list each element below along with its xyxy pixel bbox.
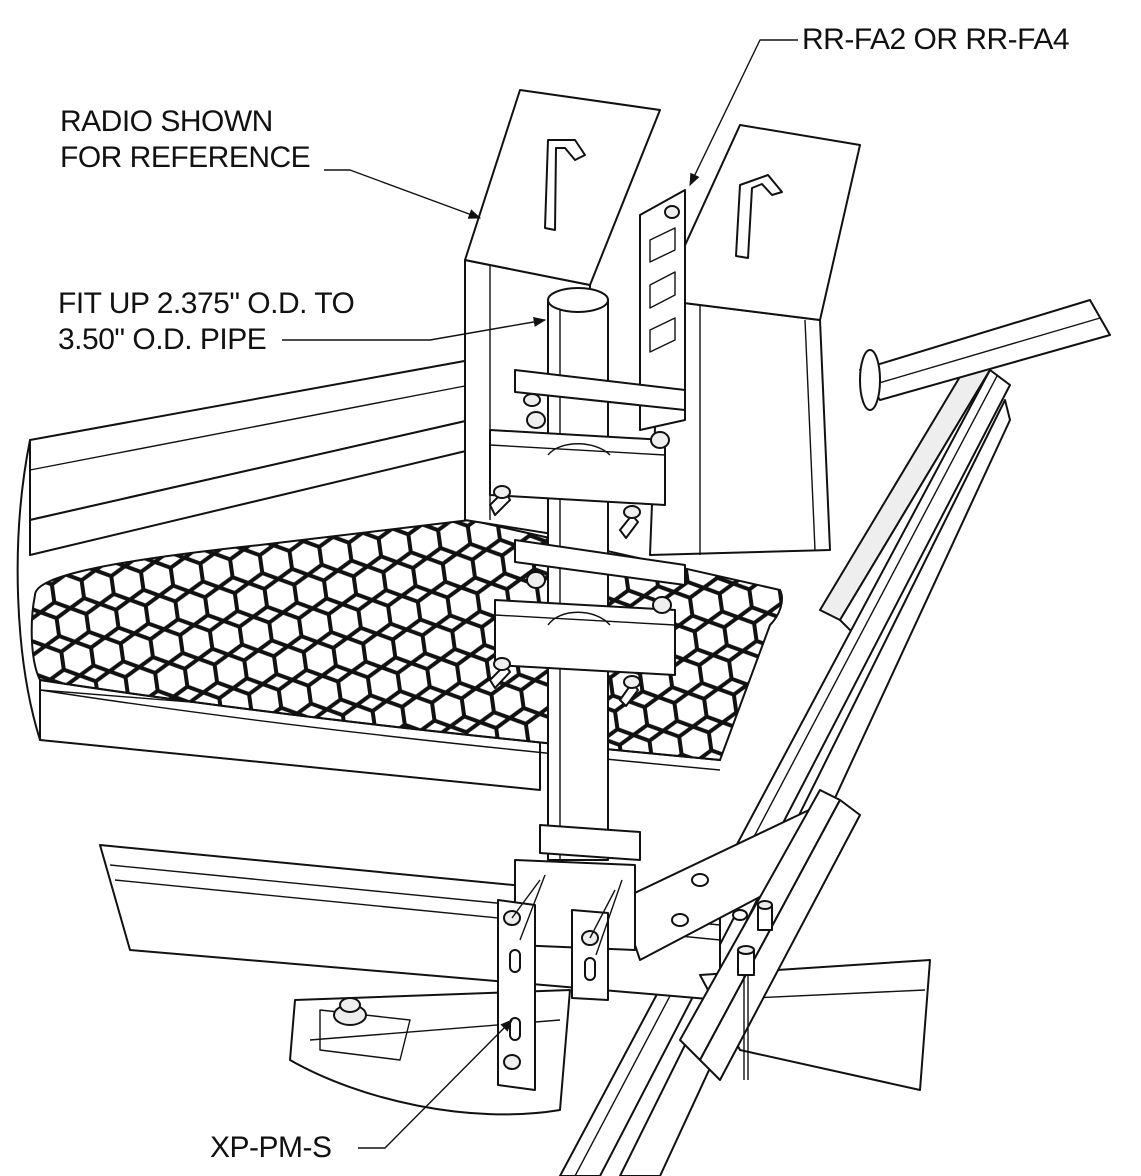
callout-mount-part: XP-PM-S (210, 1131, 332, 1164)
callout-pipe-fit: FIT UP 2.375" O.D. TO 3.50" O.D. PIPE (58, 286, 355, 358)
callout-radio-line1: RADIO SHOWN (60, 105, 273, 138)
clamp-bolt (489, 485, 511, 516)
lower-pipe-clamp (489, 539, 686, 707)
upper-pipe-clamp (489, 369, 686, 539)
clamp-bolt (619, 675, 641, 707)
mount-plate-left (497, 899, 536, 1091)
clamp-bolt (489, 657, 511, 689)
rr-fa-bracket (639, 189, 686, 431)
mount-plate-right (571, 909, 609, 1001)
callout-pipe-line2: 3.50" O.D. PIPE (58, 323, 267, 356)
callout-radio-line2: FOR REFERENCE (60, 141, 311, 174)
callout-radio-shown: RADIO SHOWN FOR REFERENCE (60, 104, 311, 176)
xp-pm-s-mount (497, 824, 641, 1091)
bolt-right-lower (737, 945, 755, 1080)
leader-lines (282, 39, 798, 1149)
clamp-bolt (619, 505, 641, 539)
radio-right (649, 124, 861, 556)
bolt-right-upper (757, 900, 773, 931)
callout-bracket-part: RR-FA2 OR RR-FA4 (802, 23, 1070, 56)
callout-pipe-line1: FIT UP 2.375" O.D. TO (58, 287, 355, 320)
